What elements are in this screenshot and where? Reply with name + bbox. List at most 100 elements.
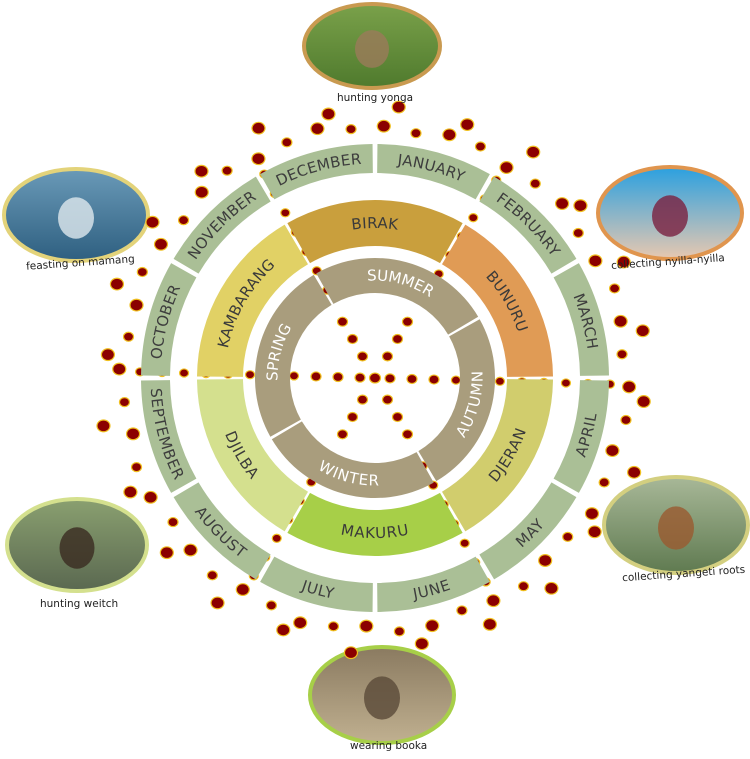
month-label: NOVEMBER xyxy=(184,187,260,263)
dot xyxy=(178,368,190,378)
dot xyxy=(336,316,349,327)
month-december: DECEMBER xyxy=(260,144,373,200)
noongar-season-segment xyxy=(197,224,309,377)
dot xyxy=(345,124,357,135)
dot xyxy=(401,316,414,327)
dot xyxy=(293,616,308,630)
dot xyxy=(221,165,233,176)
dot xyxy=(122,331,135,342)
photo-kangaroo xyxy=(302,2,442,90)
dot xyxy=(622,380,637,394)
dot xyxy=(554,197,570,210)
dot xyxy=(206,570,218,581)
dot xyxy=(588,254,603,268)
dot xyxy=(327,621,340,632)
dot xyxy=(442,128,457,142)
dot xyxy=(96,419,111,433)
dot xyxy=(425,619,440,633)
photo-whale xyxy=(2,167,150,263)
dot xyxy=(620,414,632,426)
dot xyxy=(310,371,322,382)
dot xyxy=(281,137,293,148)
photo-emu xyxy=(5,497,149,593)
dot xyxy=(456,605,468,616)
dot xyxy=(336,429,349,440)
kangaroo-subject xyxy=(355,30,389,68)
noongar-season-label: BIRAK xyxy=(350,214,400,234)
dot xyxy=(376,119,391,133)
berries-subject xyxy=(652,195,688,237)
dot xyxy=(526,145,541,159)
dot xyxy=(499,161,514,174)
dot xyxy=(627,465,642,479)
dot xyxy=(598,477,610,488)
dot xyxy=(244,370,256,380)
dot xyxy=(608,283,621,294)
photo-berries xyxy=(596,165,744,261)
dot xyxy=(356,351,369,362)
dot xyxy=(194,164,209,178)
dot xyxy=(381,394,394,405)
season-segment xyxy=(271,421,434,499)
dot xyxy=(265,600,277,611)
month-september: SEPTEMBER xyxy=(141,380,197,493)
dot xyxy=(251,152,266,166)
dot xyxy=(450,375,462,385)
dot xyxy=(391,100,406,114)
season-segment xyxy=(316,258,479,335)
whale-subject xyxy=(58,197,94,239)
dot xyxy=(153,237,169,251)
dot xyxy=(613,314,628,328)
dot xyxy=(393,626,405,637)
dot xyxy=(354,372,366,383)
dot xyxy=(391,411,404,423)
season-autumn: AUTUMN xyxy=(418,319,495,482)
dot xyxy=(123,485,138,499)
month-july: JULY xyxy=(260,556,373,612)
dot xyxy=(359,619,374,633)
month-segment xyxy=(173,482,271,580)
noongar-season-djilba: DJILBA xyxy=(197,379,309,532)
dot xyxy=(486,594,501,608)
dot xyxy=(482,617,497,631)
dot xyxy=(118,397,131,408)
noongar-season-segment xyxy=(287,200,463,264)
dot xyxy=(368,372,382,384)
dot xyxy=(136,266,148,278)
dot xyxy=(635,324,650,338)
dot xyxy=(288,371,300,381)
noongar-season-segment xyxy=(441,379,553,532)
dot xyxy=(310,122,325,136)
dot xyxy=(384,373,396,384)
dot xyxy=(183,543,198,557)
month-segment xyxy=(553,263,609,376)
dot xyxy=(280,208,291,218)
month-segment xyxy=(377,144,490,200)
caption-wearing-booka: wearing booka xyxy=(350,740,428,752)
dot xyxy=(468,213,479,223)
dot xyxy=(159,546,174,560)
month-october: OCTOBER xyxy=(141,263,197,376)
dot xyxy=(616,255,631,269)
dot xyxy=(605,444,620,458)
month-segment xyxy=(260,556,373,612)
dot xyxy=(474,141,487,152)
dot xyxy=(562,531,574,542)
dot xyxy=(459,538,470,548)
dot xyxy=(573,199,588,213)
month-june: JUNE xyxy=(377,556,490,612)
caption-hunting-yonga: hunting yonga xyxy=(337,92,414,104)
dot xyxy=(391,333,404,345)
dot xyxy=(428,374,440,385)
month-march: MARCH xyxy=(553,263,609,376)
dot xyxy=(587,525,602,539)
month-segment xyxy=(377,556,490,612)
month-segment xyxy=(141,263,197,376)
dot xyxy=(544,581,559,595)
dot xyxy=(494,376,506,386)
month-segment xyxy=(479,176,577,274)
activity-photos xyxy=(2,2,750,745)
